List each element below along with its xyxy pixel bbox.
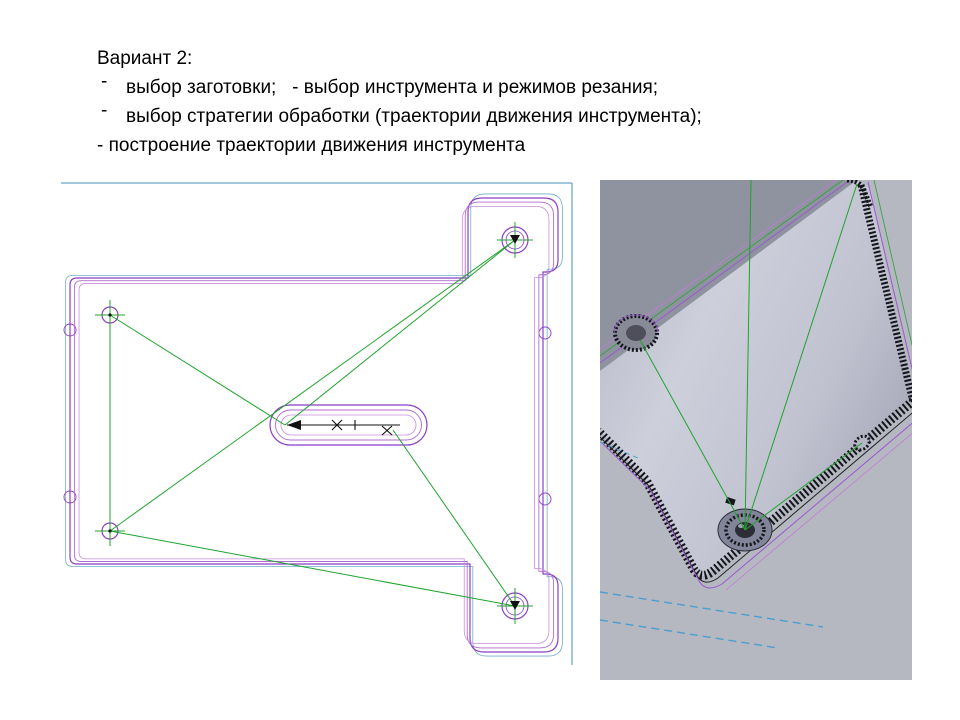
rapid-move-lines (95, 222, 533, 624)
bullet-text: выбор заготовки; - выбор инструмента и р… (126, 77, 659, 98)
slide-text-block: Вариант 2: - выбор заготовки; - выбор ин… (97, 44, 857, 160)
dashed-stock-lines (600, 441, 824, 649)
part-outline (69, 197, 559, 653)
edge-notch (538, 492, 552, 506)
bullet-line-2: - выбор стратегии обработки (траектории … (97, 100, 857, 131)
stock-boundary (65, 193, 563, 657)
edge-notch (538, 326, 552, 340)
toolpath-offset-contours (73, 201, 555, 649)
tool-marks (287, 419, 400, 436)
cad-3d-render (600, 180, 912, 680)
machined-face (600, 180, 912, 577)
tool-mark-fills (108, 235, 520, 610)
toolpath-offset-contours-2 (78, 206, 550, 644)
toolpath-hatch-bands (600, 180, 912, 580)
figure-2d-toolpath-view (55, 178, 575, 668)
bullet-text: выбор стратегии обработки (траектории дв… (126, 106, 702, 127)
tool-arrow (287, 420, 301, 430)
figure-3d-part-view (600, 180, 912, 680)
edge-notch (63, 490, 77, 504)
bullet-line-3: - построение траектории движения инструм… (97, 135, 526, 156)
bullet-marker: - (101, 71, 108, 92)
bullet-line-1: - выбор заготовки; - выбор инструмента и… (97, 71, 857, 102)
edge-notch (63, 323, 77, 337)
rapid-move-lines-3d (639, 180, 863, 531)
toolpath-companion-lines (600, 412, 912, 591)
edge-hole (613, 314, 659, 352)
bullet-marker: - (101, 100, 108, 121)
slot-toolpath-outer (269, 404, 428, 446)
frame-axis-lines (61, 182, 573, 665)
drill-center-mark (510, 601, 520, 610)
slide-title: Вариант 2: (97, 48, 193, 69)
drill-center-mark (510, 235, 520, 244)
cad-2d-drawing (61, 182, 573, 665)
